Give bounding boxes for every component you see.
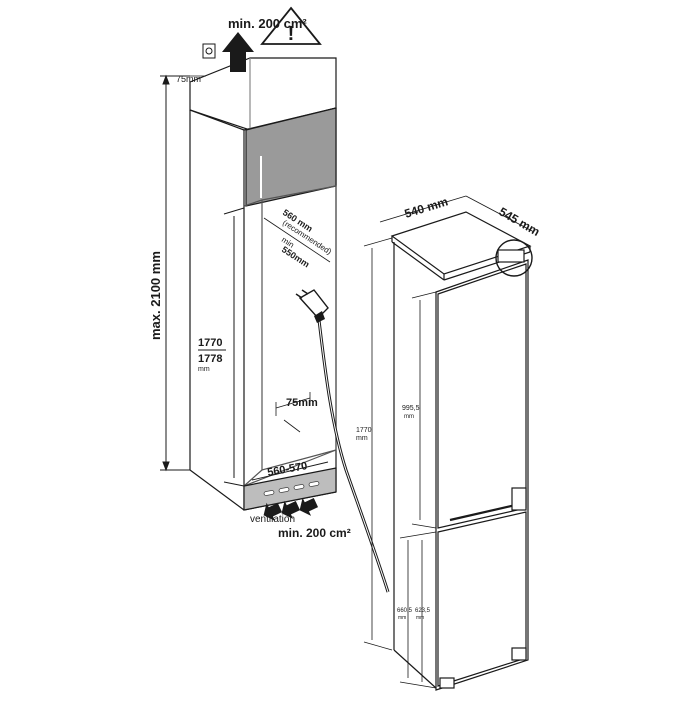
niche-inner-top-left — [243, 199, 263, 207]
niche-height-a: 1770 — [198, 337, 222, 349]
top-ventilation-label: min. 200 cm² — [228, 16, 307, 31]
power-cable — [316, 311, 390, 593]
warning-triangle-icon: ! — [260, 6, 322, 45]
arrow-up-icon — [222, 32, 254, 72]
foot-hinge — [439, 677, 455, 689]
fridge-height-unit: mm — [356, 435, 368, 442]
fridge-door-height: 995,5 — [402, 405, 420, 412]
middle-hinge — [511, 487, 527, 511]
ventilation-label: ventilation — [250, 514, 295, 525]
niche-inner-bottom-left — [243, 469, 263, 487]
freezer-unit-a: mm — [398, 615, 406, 621]
bottom-airflow-arrows — [263, 497, 319, 521]
freezer-dimension-lines — [399, 531, 437, 689]
bottom-hinge — [511, 647, 527, 661]
cabinet-bottom-left — [189, 469, 245, 511]
niche-depth-dimension-line — [263, 217, 331, 263]
fridge-height-dimension-line — [363, 237, 393, 651]
fridge-door-unit: mm — [404, 414, 414, 420]
niche-width-dimension-line — [251, 461, 329, 481]
ventilation-plinth — [243, 467, 337, 511]
fridge-height-value: 1770 — [356, 427, 372, 434]
freezer-height-b: 623,5 — [415, 608, 431, 614]
niche-floor-front — [243, 449, 337, 487]
airflow-arrow-icon — [281, 500, 301, 519]
cabinet-top-side-edge — [189, 109, 245, 131]
max-height-label: max. 2100 mm — [148, 251, 163, 340]
hinge-detail-circle — [495, 239, 533, 277]
fridge-width-dimension-line — [379, 195, 535, 233]
freezer-height-a: 660,5 — [397, 608, 413, 614]
fridge-width-label: 540 mm — [403, 194, 450, 220]
wall-socket-icon — [202, 43, 216, 59]
fridge-door-dimension-line — [411, 291, 437, 529]
rear-gap-dimension-line — [275, 392, 311, 416]
niche-height-b: 1778 — [198, 353, 222, 365]
cabinet-group — [189, 57, 337, 511]
airflow-arrow-icon — [299, 497, 319, 516]
top-ventilation-indicator — [202, 32, 254, 72]
niche-height-dimension-line — [223, 207, 245, 487]
svg-text:!: ! — [288, 23, 295, 45]
airflow-arrow-icon — [263, 502, 283, 521]
rear-gap-label: 75mm — [286, 397, 318, 409]
max-height-dimension-line — [160, 74, 190, 472]
top-gap-label: 75mm — [176, 74, 201, 84]
niche-height-unit: mm — [198, 366, 210, 373]
door-gap-line — [449, 502, 521, 522]
power-plug-icon — [295, 289, 329, 323]
bottom-ventilation-label: min. 200 cm² — [278, 526, 351, 540]
fridge-group — [390, 211, 532, 691]
plinth-vent-slots — [263, 481, 320, 496]
top-hinge — [497, 249, 525, 263]
niche-depth-min-value: 550mm — [280, 244, 311, 269]
freezer-unit-b: mm — [416, 615, 424, 621]
